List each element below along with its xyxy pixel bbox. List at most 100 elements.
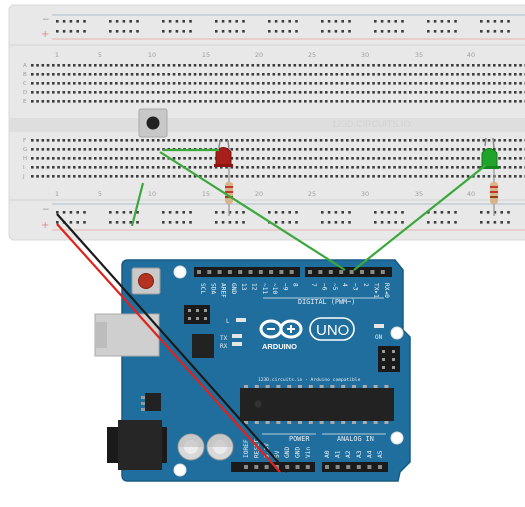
rail-hole[interactable] bbox=[341, 20, 344, 23]
breadboard-hole[interactable] bbox=[508, 166, 512, 169]
breadboard-hole[interactable] bbox=[183, 64, 186, 67]
rail-hole[interactable] bbox=[76, 221, 79, 224]
breadboard-hole[interactable] bbox=[214, 166, 218, 169]
breadboard-hole[interactable] bbox=[372, 139, 375, 142]
rail-hole[interactable] bbox=[122, 20, 126, 23]
breadboard-hole[interactable] bbox=[83, 148, 87, 151]
rail-hole[interactable] bbox=[321, 211, 324, 214]
breadboard-hole[interactable] bbox=[283, 139, 286, 142]
breadboard-hole[interactable] bbox=[104, 73, 108, 76]
breadboard-hole[interactable] bbox=[498, 91, 501, 94]
breadboard-hole[interactable] bbox=[141, 82, 144, 85]
breadboard-hole[interactable] bbox=[46, 91, 50, 94]
breadboard-hole[interactable] bbox=[241, 100, 244, 103]
breadboard-hole[interactable] bbox=[361, 73, 365, 76]
breadboard-hole[interactable] bbox=[235, 148, 239, 151]
breadboard-hole[interactable] bbox=[88, 64, 92, 67]
breadboard-hole[interactable] bbox=[309, 139, 312, 142]
breadboard-hole[interactable] bbox=[83, 64, 87, 67]
breadboard-hole[interactable] bbox=[67, 100, 71, 103]
breadboard-hole[interactable] bbox=[146, 64, 150, 67]
rail-hole[interactable] bbox=[440, 30, 444, 33]
breadboard-hole[interactable] bbox=[309, 64, 312, 67]
breadboard-hole[interactable] bbox=[340, 64, 344, 67]
breadboard-hole[interactable] bbox=[508, 175, 512, 178]
rail-hole[interactable] bbox=[162, 20, 165, 23]
breadboard-hole[interactable] bbox=[246, 64, 249, 67]
rail-hole[interactable] bbox=[83, 211, 86, 214]
breadboard-hole[interactable] bbox=[319, 166, 323, 169]
breadboard-hole[interactable] bbox=[62, 166, 66, 169]
breadboard-hole[interactable] bbox=[435, 73, 438, 76]
breadboard-hole[interactable] bbox=[283, 73, 286, 76]
breadboard-hole[interactable] bbox=[325, 82, 328, 85]
breadboard-hole[interactable] bbox=[151, 64, 155, 67]
breadboard-hole[interactable] bbox=[230, 100, 234, 103]
breadboard-hole[interactable] bbox=[46, 166, 50, 169]
breadboard-hole[interactable] bbox=[319, 175, 323, 178]
breadboard-hole[interactable] bbox=[146, 157, 150, 160]
breadboard-hole[interactable] bbox=[493, 139, 496, 142]
breadboard-hole[interactable] bbox=[272, 139, 276, 142]
breadboard-hole[interactable] bbox=[277, 139, 281, 142]
rail-hole[interactable] bbox=[433, 30, 437, 33]
breadboard-hole[interactable] bbox=[498, 82, 501, 85]
breadboard-hole[interactable] bbox=[330, 157, 333, 160]
breadboard-hole[interactable] bbox=[88, 73, 92, 76]
breadboard-hole[interactable] bbox=[78, 175, 81, 178]
breadboard-hole[interactable] bbox=[382, 175, 386, 178]
breadboard-hole[interactable] bbox=[199, 91, 202, 94]
breadboard-hole[interactable] bbox=[508, 82, 512, 85]
breadboard-hole[interactable] bbox=[482, 100, 486, 103]
breadboard-hole[interactable] bbox=[88, 166, 92, 169]
breadboard-hole[interactable] bbox=[304, 91, 307, 94]
breadboard-hole[interactable] bbox=[99, 73, 102, 76]
breadboard-hole[interactable] bbox=[209, 73, 213, 76]
breadboard-hole[interactable] bbox=[209, 100, 213, 103]
breadboard-hole[interactable] bbox=[272, 73, 276, 76]
breadboard-hole[interactable] bbox=[340, 91, 344, 94]
breadboard-hole[interactable] bbox=[493, 91, 496, 94]
breadboard-hole[interactable] bbox=[99, 82, 102, 85]
rail-hole[interactable] bbox=[480, 20, 483, 23]
rail-hole[interactable] bbox=[374, 30, 377, 33]
breadboard-hole[interactable] bbox=[340, 100, 344, 103]
breadboard-hole[interactable] bbox=[36, 175, 39, 178]
breadboard-hole[interactable] bbox=[519, 157, 522, 160]
breadboard-hole[interactable] bbox=[330, 64, 333, 67]
rail-hole[interactable] bbox=[182, 20, 185, 23]
breadboard-hole[interactable] bbox=[293, 100, 297, 103]
rail-hole[interactable] bbox=[182, 30, 185, 33]
breadboard-hole[interactable] bbox=[377, 64, 381, 67]
rail-hole[interactable] bbox=[69, 20, 73, 23]
breadboard-hole[interactable] bbox=[472, 148, 475, 151]
breadboard-hole[interactable] bbox=[514, 166, 517, 169]
breadboard-hole[interactable] bbox=[356, 157, 360, 160]
breadboard-hole[interactable] bbox=[419, 148, 423, 151]
breadboard-hole[interactable] bbox=[340, 166, 344, 169]
breadboard-hole[interactable] bbox=[466, 175, 470, 178]
rail-hole[interactable] bbox=[221, 30, 225, 33]
breadboard-hole[interactable] bbox=[298, 166, 302, 169]
header-pin[interactable] bbox=[346, 465, 351, 469]
rail-hole[interactable] bbox=[486, 221, 490, 224]
breadboard-hole[interactable] bbox=[162, 175, 165, 178]
breadboard-hole[interactable] bbox=[340, 73, 344, 76]
breadboard-hole[interactable] bbox=[325, 91, 328, 94]
breadboard-hole[interactable] bbox=[120, 82, 123, 85]
rail-hole[interactable] bbox=[56, 221, 59, 224]
rail-hole[interactable] bbox=[76, 211, 79, 214]
breadboard-hole[interactable] bbox=[466, 148, 470, 151]
breadboard-hole[interactable] bbox=[283, 148, 286, 151]
breadboard-hole[interactable] bbox=[293, 82, 297, 85]
breadboard-hole[interactable] bbox=[288, 100, 291, 103]
breadboard-hole[interactable] bbox=[146, 73, 150, 76]
rail-hole[interactable] bbox=[221, 20, 225, 23]
breadboard-hole[interactable] bbox=[482, 148, 486, 151]
breadboard-hole[interactable] bbox=[472, 166, 475, 169]
rail-hole[interactable] bbox=[500, 221, 503, 224]
breadboard-hole[interactable] bbox=[230, 175, 234, 178]
breadboard-hole[interactable] bbox=[430, 166, 433, 169]
breadboard-hole[interactable] bbox=[325, 175, 328, 178]
breadboard-hole[interactable] bbox=[330, 82, 333, 85]
